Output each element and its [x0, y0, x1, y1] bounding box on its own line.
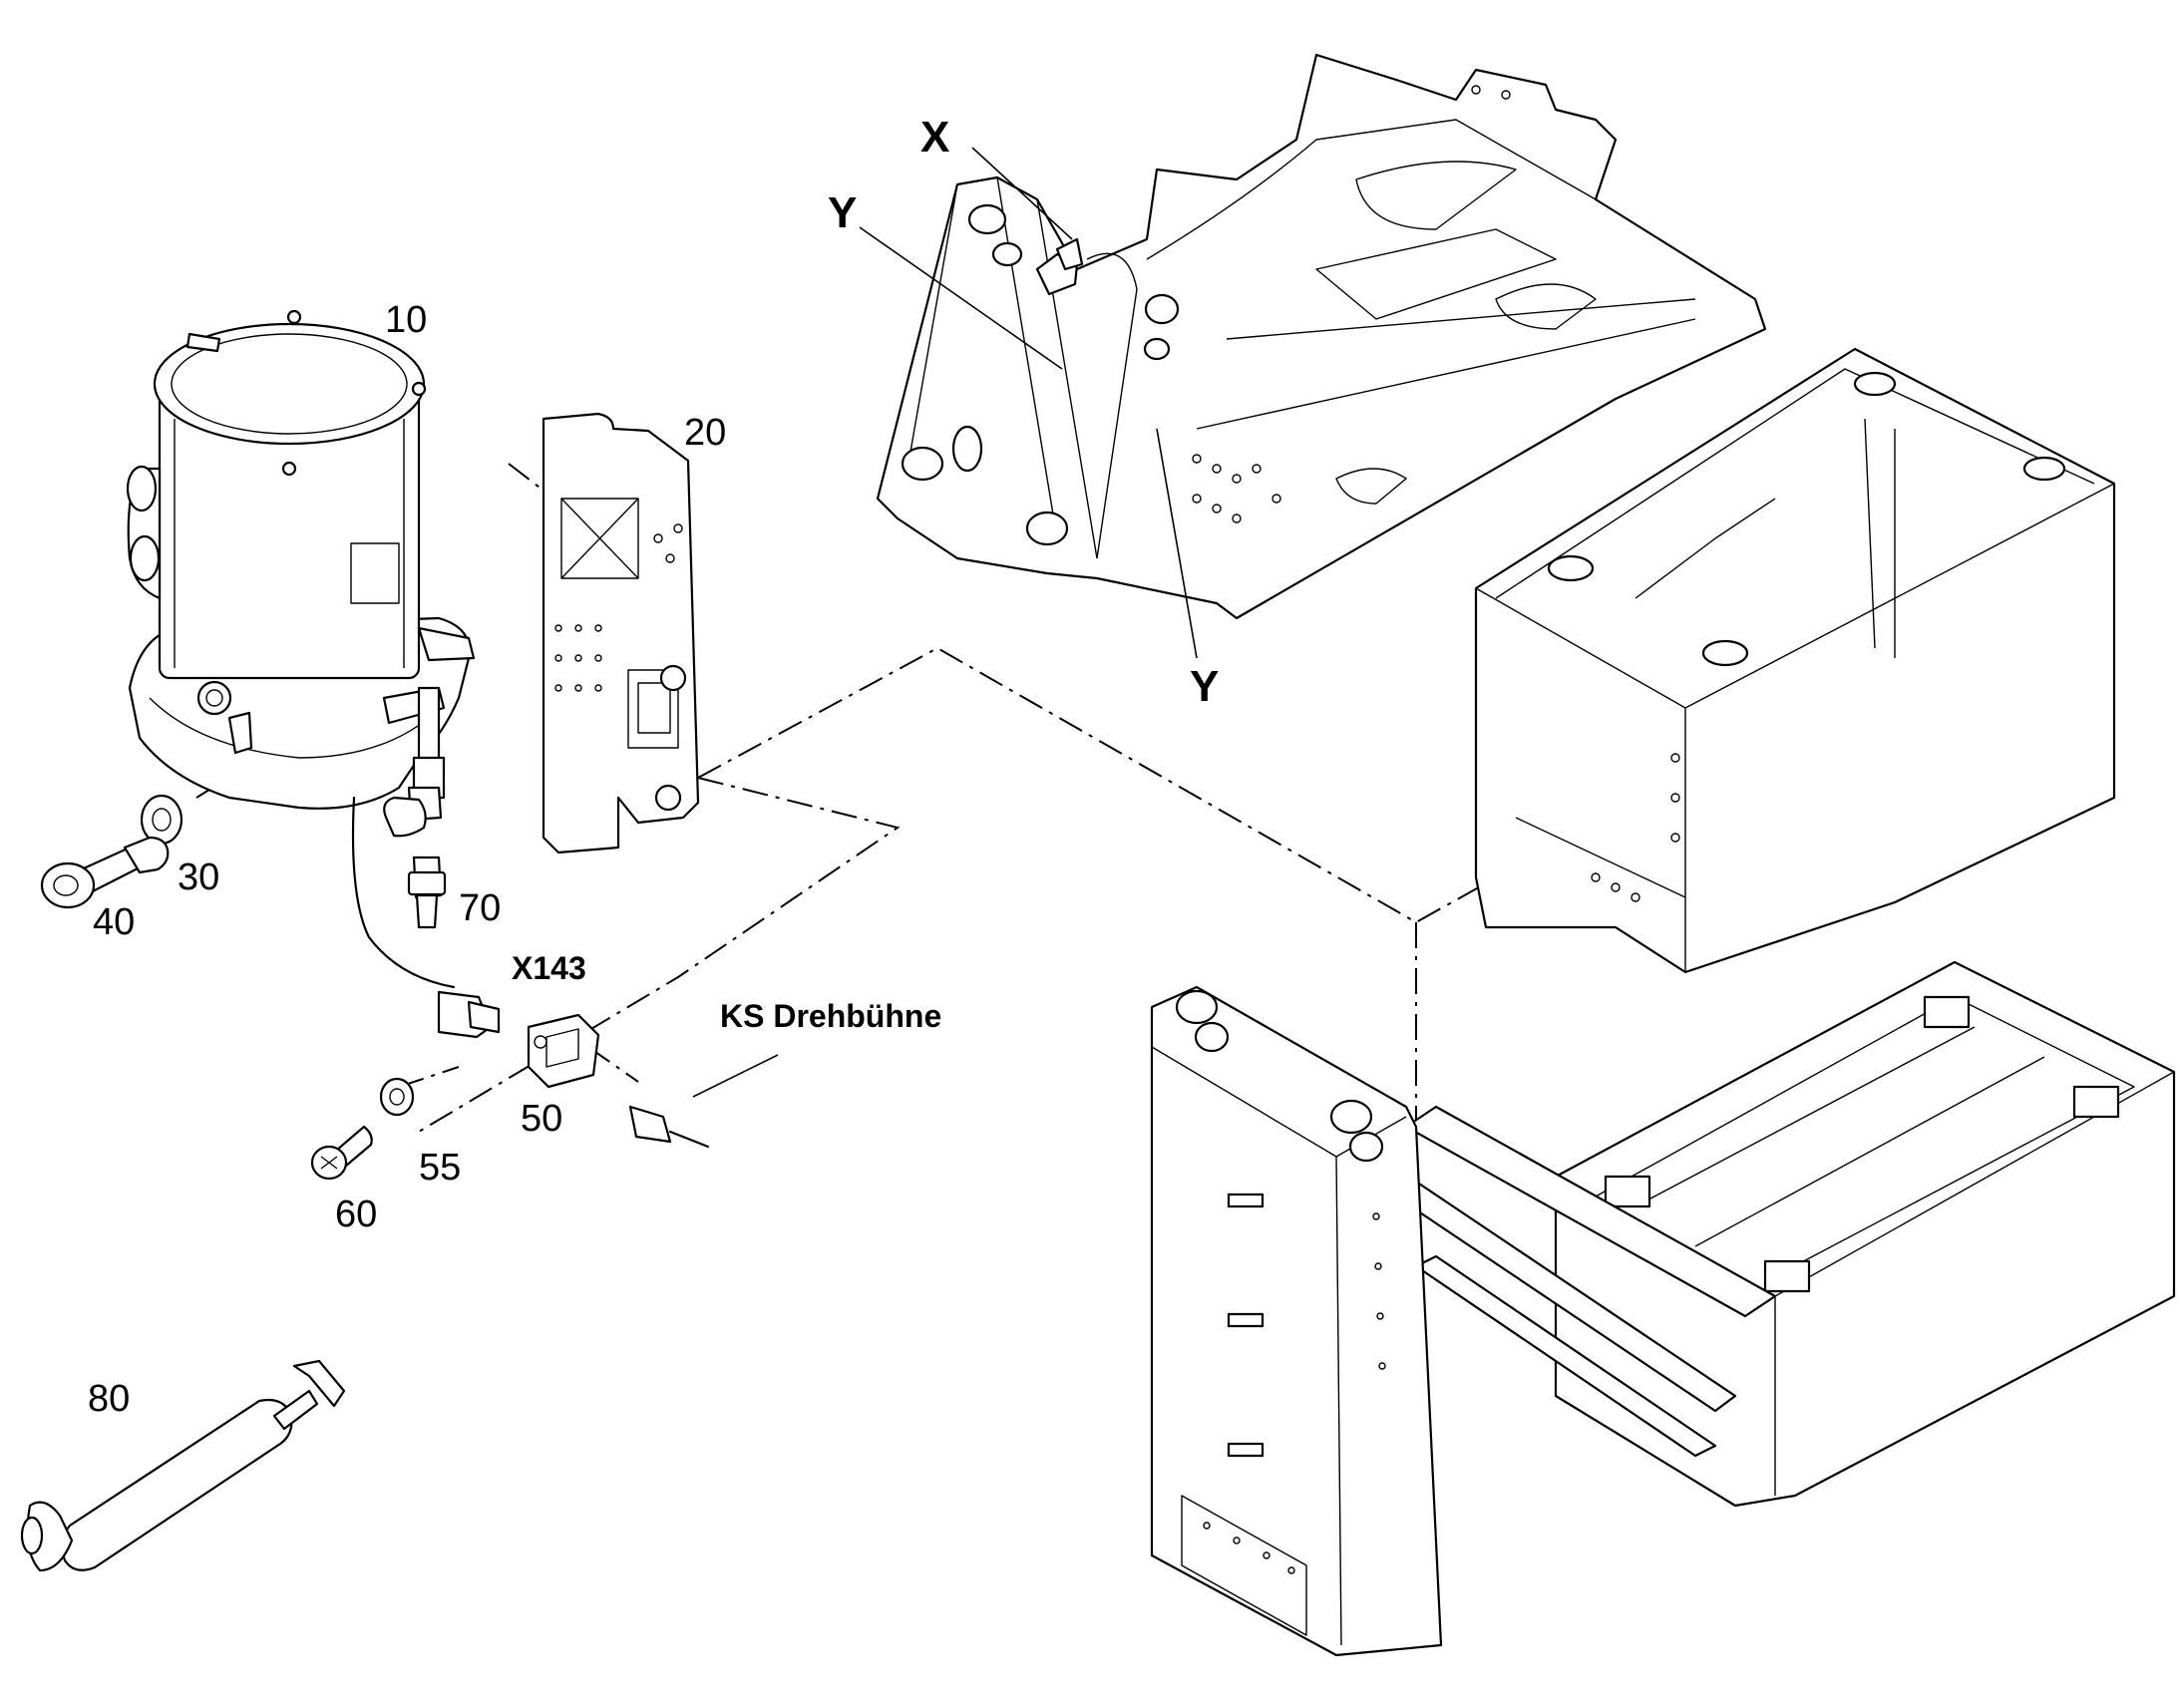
callout-50: 50	[521, 1098, 562, 1140]
callout-10: 10	[385, 299, 427, 341]
grease-fitting-70	[383, 796, 447, 929]
frame-holes	[1192, 85, 1511, 523]
connector-label: X143	[512, 950, 586, 986]
grease-gun-80	[20, 1359, 346, 1572]
socket-screw-40	[40, 836, 170, 909]
column-holes	[1203, 1212, 1386, 1574]
washer-30	[140, 794, 183, 846]
callout-60: 60	[335, 1194, 377, 1235]
marker-y-bottom: Y	[1190, 662, 1219, 711]
leader-lines	[692, 147, 1198, 1098]
callout-20: 20	[684, 412, 726, 454]
labels: 10 20 30 40 50 55 60 70 80 X Y Y X143 KS…	[88, 113, 1219, 1420]
counterweight-box	[1474, 347, 2116, 974]
bottom-frame-assembly	[1150, 960, 2176, 1657]
cable-plug	[628, 1105, 710, 1149]
marker-y-top: Y	[828, 188, 857, 237]
connector-holder-50	[527, 1013, 600, 1089]
marker-x: X	[920, 113, 949, 162]
cable-label: KS Drehbühne	[720, 998, 941, 1034]
mounting-plate-20	[542, 412, 700, 854]
callout-55: 55	[419, 1147, 461, 1189]
callout-40: 40	[93, 901, 135, 943]
washer-55	[379, 1077, 415, 1117]
callout-80: 80	[88, 1378, 130, 1420]
chassis-frame	[876, 53, 1767, 620]
connector-x143	[437, 990, 501, 1039]
screw-60	[310, 1125, 373, 1181]
plate-holes	[554, 523, 683, 692]
callout-70: 70	[459, 887, 501, 929]
lubrication-pump	[126, 309, 476, 989]
callout-30: 30	[178, 856, 219, 898]
box-holes	[1591, 753, 1680, 902]
